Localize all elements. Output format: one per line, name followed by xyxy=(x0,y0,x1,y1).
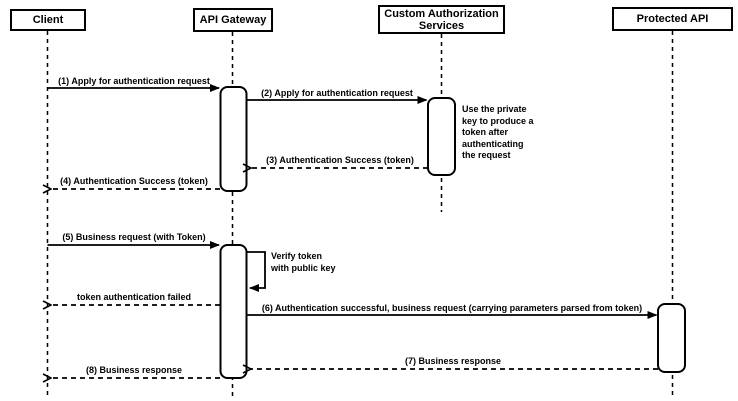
message-9-label: (7) Business response xyxy=(404,356,502,366)
participant-protected-api: Protected API xyxy=(612,7,733,31)
participant-client: Client xyxy=(10,9,86,31)
message-10-label: (8) Business response xyxy=(85,365,183,375)
message-2-label: (2) Apply for authentication request xyxy=(261,88,413,98)
participant-custom-authorization-services: Custom Authorization Services xyxy=(378,5,505,34)
message-8-label: (6) Authentication successful, business … xyxy=(261,303,643,313)
message-1-label: (1) Apply for authentication request xyxy=(58,76,210,86)
note-private-key: Use the private key to produce a token a… xyxy=(462,104,534,160)
activation-custom-authorization xyxy=(427,97,456,176)
self-message-label: Verify token with public key xyxy=(271,251,336,273)
activation-protected-api xyxy=(657,303,686,373)
activation-api-gateway-auth xyxy=(219,86,248,192)
message-3-label: (3) Authentication Success (token) xyxy=(266,155,414,165)
message-5-label: (5) Business request (with Token) xyxy=(62,232,206,242)
activation-api-gateway-business xyxy=(219,244,248,379)
participant-api-gateway: API Gateway xyxy=(193,8,273,32)
message-7-label: token authentication failed xyxy=(76,292,192,302)
message-4-label: (4) Authentication Success (token) xyxy=(60,176,208,186)
self-message-arrow xyxy=(247,251,266,292)
